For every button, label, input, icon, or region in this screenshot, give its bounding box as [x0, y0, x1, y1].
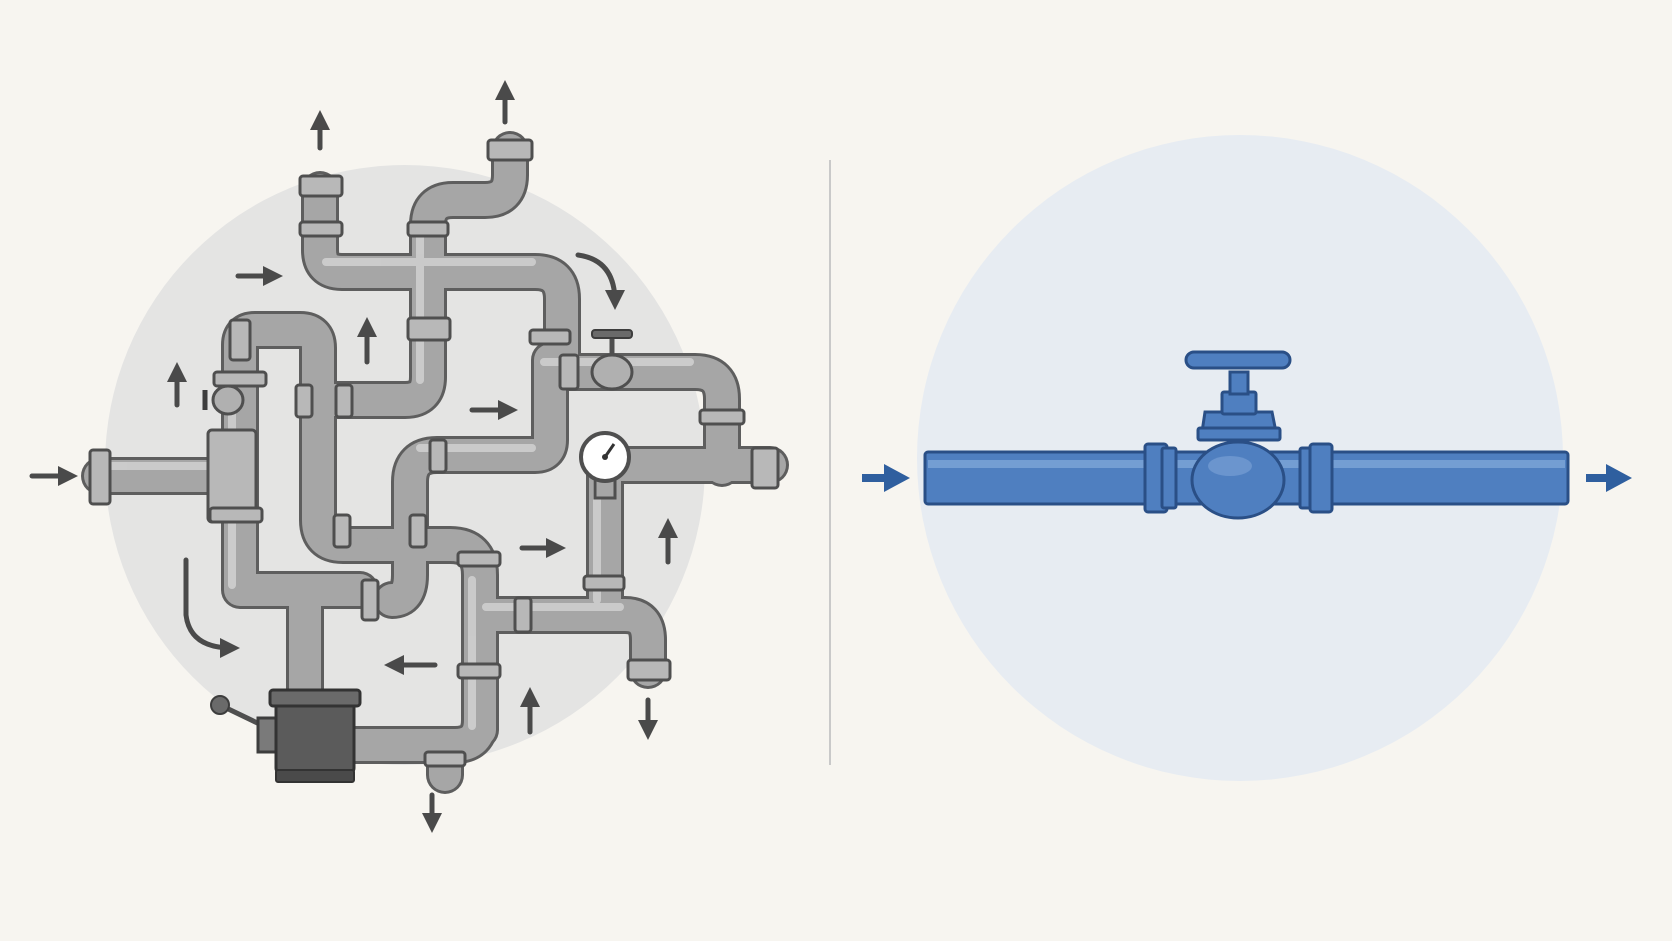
flow-arrow [183, 557, 240, 658]
flow-arrows [29, 80, 678, 833]
tangled-pipe-network-icon [81, 131, 789, 794]
pipe-couplings [88, 138, 780, 768]
flow-arrow [575, 252, 625, 310]
gate-valve-icon [590, 329, 634, 391]
flow-arrow-out [1586, 464, 1632, 492]
simple-flow-arrows [862, 464, 1632, 492]
simple-pipe-panel [862, 135, 1632, 781]
straight-pipe-with-valve-icon [923, 350, 1570, 520]
pump-motor-icon [210, 688, 362, 783]
pressure-gauge-icon [579, 431, 631, 500]
ball-valve-icon [202, 384, 245, 416]
complex-pipe-panel [29, 80, 789, 833]
flow-arrow-in [862, 464, 910, 492]
